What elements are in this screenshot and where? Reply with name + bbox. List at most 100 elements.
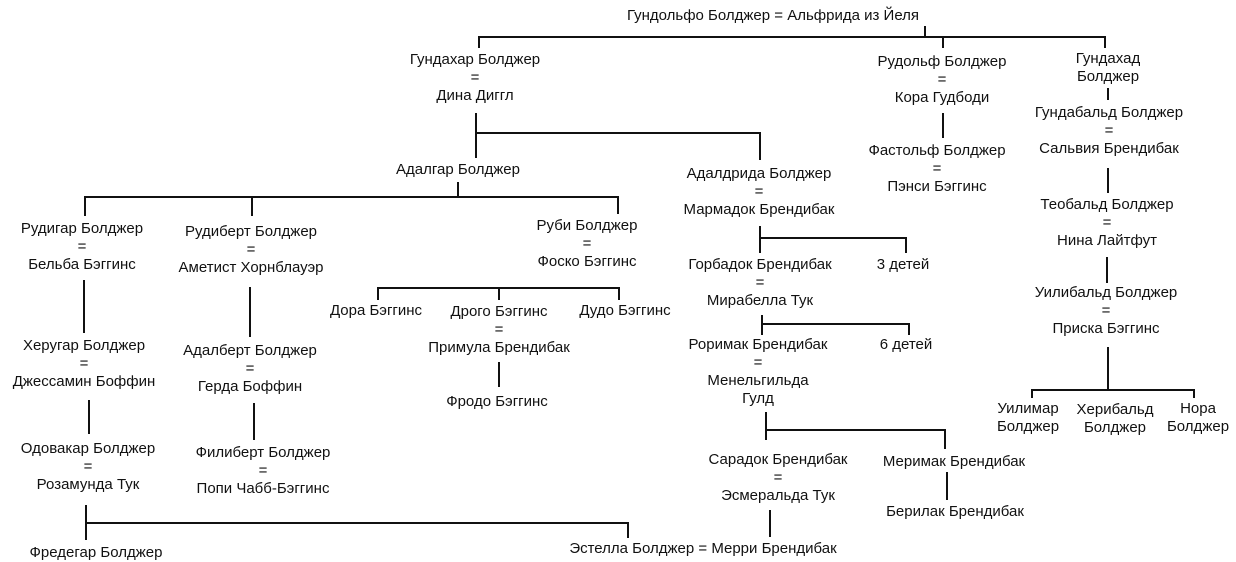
fredegar-line-0: Фредегар Болджер <box>29 544 163 561</box>
teobald-line-0: Теобальд Болджер <box>1040 196 1174 213</box>
node-dudo: Дудо Бэггинс <box>579 302 670 320</box>
gundabald-line-1: = <box>1104 122 1114 139</box>
gorbadok-line-2: Мирабелла Тук <box>706 292 814 309</box>
rudigar-line-0: Рудигар Болджер <box>20 220 144 237</box>
rudibert-line-2: Аметист Хорнблауэр <box>178 259 324 276</box>
adaldrida-line-1: = <box>754 183 764 200</box>
drogo-line-1: = <box>494 321 504 338</box>
node-dora: Дора Бэггинс <box>330 302 422 320</box>
root-line-0: Гундольфо Болджер = Альфрида из Йеля <box>626 7 920 24</box>
frodo-line-0: Фродо Бэггинс <box>446 393 548 410</box>
rudolf-line-0: Рудольф Болджер <box>877 53 1007 70</box>
fastolf-line-2: Пэнси Бэггинс <box>887 178 987 195</box>
node-drogo: Дрого Бэггинс=Примула Брендибак <box>428 303 570 357</box>
node-fastolf: Фастольф Болджер=Пэнси Бэггинс <box>868 142 1005 196</box>
node-rudigar: Рудигар Болджер=Бельба Бэггинс <box>21 220 143 274</box>
node-saradok: Сарадок Брендибак=Эсмеральда Тук <box>709 451 848 505</box>
rudigar-line-1: = <box>77 238 87 255</box>
node-adalbert: Адалберт Болджер=Герда Боффин <box>183 342 317 396</box>
node-frodo: Фродо Бэггинс <box>446 393 548 411</box>
node-adalgar: Адалгар Болджер <box>396 161 520 179</box>
odovakar-line-0: Одовакар Болджер <box>20 440 156 457</box>
uilibald-line-0: Уилибальд Болджер <box>1034 284 1178 301</box>
saradok-line-2: Эсмеральда Тук <box>721 487 835 504</box>
node-estella: Эстелла Болджер = Мерри Брендибак <box>569 540 836 558</box>
saradok-line-0: Сарадок Брендибак <box>708 451 848 468</box>
gundahad-line-0: Гундахад <box>1075 50 1141 67</box>
gundahad-line-1: Болджер <box>1076 68 1140 85</box>
saradok-line-1: = <box>773 469 783 486</box>
gundahar-line-0: Гундахар Болджер <box>409 51 541 68</box>
berilak-line-0: Берилак Брендибак <box>886 503 1024 520</box>
node-root: Гундольфо Болджер = Альфрида из Йеля <box>627 7 919 25</box>
merimak-line-0: Меримак Брендибак <box>882 453 1026 470</box>
herugar-line-0: Херугар Болджер <box>22 337 146 354</box>
fastolf-line-1: = <box>932 160 942 177</box>
herugar-line-1: = <box>79 355 89 372</box>
rorimak-line-2: Менельгильда <box>707 372 809 389</box>
kids3-line-0: 3 детей <box>876 256 930 273</box>
uilimar-line-0: Уилимар <box>997 400 1059 417</box>
heribald-line-1: Болджер <box>1083 419 1147 436</box>
rudibert-line-0: Рудиберт Болджер <box>184 223 318 240</box>
teobald-line-2: Нина Лайтфут <box>1057 232 1157 249</box>
node-herugar: Херугар Болджер=Джессамин Боффин <box>13 337 156 391</box>
estella-line-0: Эстелла Болджер = Мерри Брендибак <box>569 540 837 557</box>
uilibald-line-2: Приска Бэггинс <box>1052 320 1160 337</box>
gundahar-line-1: = <box>470 69 480 86</box>
node-rubi: Руби Болджер=Фоско Бэггинс <box>537 217 638 271</box>
node-gorbadok: Горбадок Брендибак=Мирабелла Тук <box>688 256 831 310</box>
kids6-line-0: 6 детей <box>879 336 933 353</box>
adaldrida-line-0: Адалдрида Болджер <box>686 165 832 182</box>
node-kids6: 6 детей <box>880 336 933 354</box>
node-rudolf: Рудольф Болджер=Кора Гудбоди <box>878 53 1007 107</box>
gorbadok-line-1: = <box>755 274 765 291</box>
node-filibert: Филиберт Болджер=Попи Чабб-Бэггинс <box>196 444 331 498</box>
rubi-line-1: = <box>582 235 592 252</box>
dora-line-0: Дора Бэггинс <box>329 302 423 319</box>
adalgar-line-0: Адалгар Болджер <box>396 161 520 178</box>
node-odovakar: Одовакар Болджер=Розамунда Тук <box>21 440 155 494</box>
node-kids3: 3 детей <box>877 256 930 274</box>
rudibert-line-1: = <box>246 241 256 258</box>
uilibald-line-1: = <box>1101 302 1111 319</box>
filibert-line-0: Филиберт Болджер <box>195 444 331 461</box>
drogo-line-0: Дрого Бэггинс <box>450 303 548 320</box>
gundabald-line-0: Гундабальд Болджер <box>1034 104 1184 121</box>
node-merimak: Меримак Брендибак <box>883 453 1025 471</box>
odovakar-line-1: = <box>83 458 93 475</box>
rudigar-line-2: Бельба Бэггинс <box>28 256 136 273</box>
rudolf-line-1: = <box>937 71 947 88</box>
adaldrida-line-2: Мармадок Брендибак <box>683 201 835 218</box>
node-adaldrida: Адалдрида Болджер=Мармадок Брендибак <box>684 165 835 219</box>
node-gundahar: Гундахар Болджер=Дина Диггл <box>410 51 540 105</box>
herugar-line-2: Джессамин Боффин <box>12 373 156 390</box>
node-rudibert: Рудиберт Болджер=Аметист Хорнблауэр <box>179 223 324 277</box>
node-gundabald: Гундабальд Болджер=Сальвия Брендибак <box>1035 104 1183 158</box>
gundahar-line-2: Дина Диггл <box>436 87 514 104</box>
node-uilibald: Уилибальд Болджер=Приска Бэггинс <box>1035 284 1178 338</box>
rubi-line-2: Фоско Бэггинс <box>537 253 637 270</box>
node-teobald: Теобальд Болджер=Нина Лайтфут <box>1040 196 1173 250</box>
rudolf-line-2: Кора Гудбоди <box>894 89 990 106</box>
adalbert-line-2: Герда Боффин <box>197 378 303 395</box>
rorimak-line-0: Роримак Брендибак <box>688 336 828 353</box>
nora-line-0: Нора <box>1180 400 1216 417</box>
node-berilak: Берилак Брендибак <box>886 503 1024 521</box>
odovakar-line-2: Розамунда Тук <box>36 476 140 493</box>
adalbert-line-0: Адалберт Болджер <box>183 342 317 359</box>
rorimak-line-3: Гулд <box>742 390 774 407</box>
teobald-line-1: = <box>1102 214 1112 231</box>
heribald-line-0: Херибальд <box>1076 401 1154 418</box>
gundabald-line-2: Сальвия Брендибак <box>1039 140 1179 157</box>
fastolf-line-0: Фастольф Болджер <box>868 142 1006 159</box>
filibert-line-1: = <box>258 462 268 479</box>
rorimak-line-1: = <box>753 354 763 371</box>
filibert-line-2: Попи Чабб-Бэггинс <box>196 480 330 497</box>
